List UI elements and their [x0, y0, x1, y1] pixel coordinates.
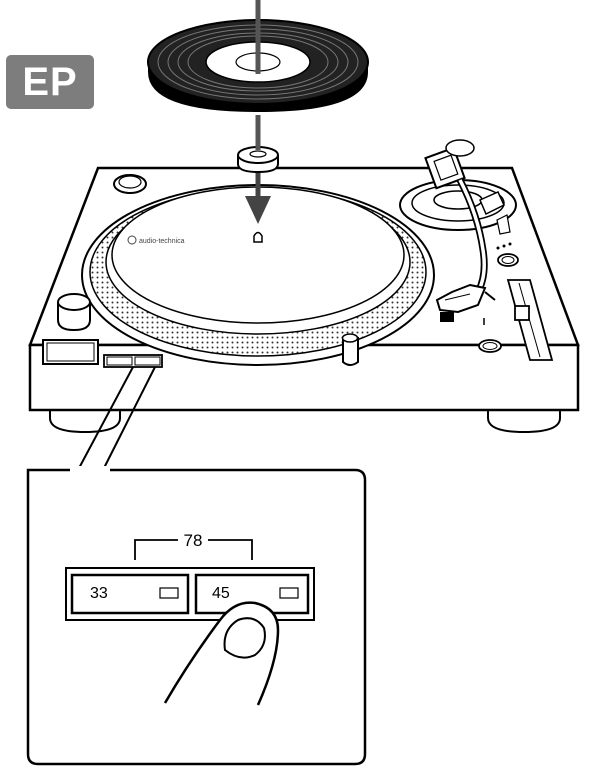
- speed-78-label: 78: [184, 531, 203, 550]
- counterweight: [424, 139, 475, 190]
- right-controls: [478, 242, 519, 353]
- speed-buttons-panel: 33 45: [65, 567, 315, 621]
- arrow-down-icon: [245, 170, 271, 224]
- ep-badge: EP: [6, 55, 94, 109]
- speed-33-indicator: [159, 587, 179, 599]
- tonearm: [456, 178, 511, 294]
- speed-33-button: [70, 573, 190, 615]
- speed-45-label: 45: [212, 585, 230, 602]
- stylus-light: [341, 333, 359, 366]
- start-stop-button: [57, 293, 91, 332]
- spindle: [253, 231, 263, 243]
- speed-45-indicator: [279, 587, 299, 599]
- tonearm-base: [399, 179, 517, 231]
- finger-icon: [163, 601, 280, 706]
- pitch-slider: [506, 279, 554, 361]
- callout-leader: [77, 366, 156, 471]
- turntable-feet: [49, 404, 561, 434]
- brand-text: audio-technica: [139, 238, 185, 245]
- headshell: [435, 283, 496, 322]
- brand-logo-icon: [127, 235, 137, 245]
- speed-buttons-small: [103, 354, 163, 368]
- speed-78-bracket: 78: [134, 530, 253, 560]
- speed-33-label: 33: [90, 585, 108, 602]
- platter: audio-technica: [81, 184, 435, 366]
- ep-adapter: [237, 146, 279, 174]
